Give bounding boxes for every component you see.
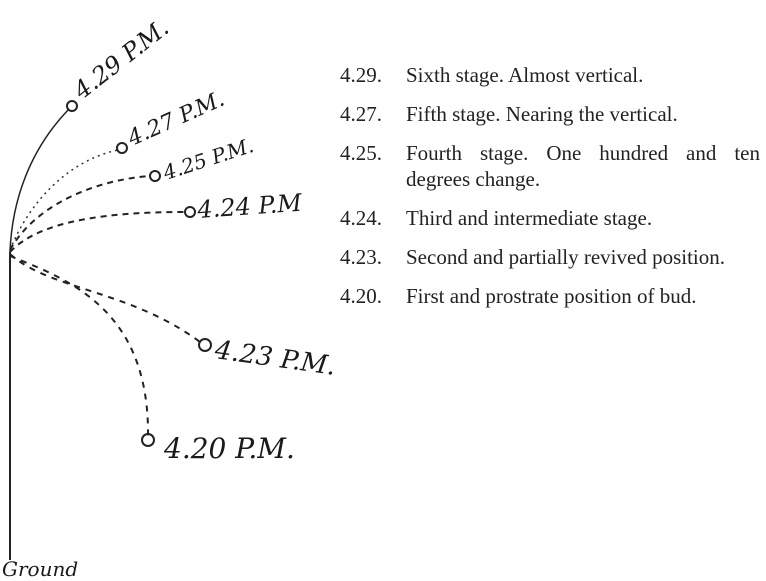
curve-4-20 <box>9 255 150 439</box>
legend-description: Sixth stage. Almost vertical. <box>406 63 644 87</box>
legend-entry: 4.24. Third and intermediate stage. <box>340 205 760 231</box>
legend-time: 4.23. <box>340 245 382 269</box>
legend-entry: 4.25. Fourth stage. One hundred and ten … <box>340 140 760 192</box>
legend-description: First and prostrate position of bud. <box>406 284 697 308</box>
bud-4-24 <box>184 206 196 218</box>
curve-4-27 <box>9 149 119 251</box>
legend-description: Fourth stage. One hundred and ten degree… <box>406 141 760 191</box>
bud-4-25 <box>149 170 161 182</box>
curve-4-23 <box>9 253 201 343</box>
legend-time: 4.27. <box>340 102 382 126</box>
legend-time: 4.25. <box>340 141 382 165</box>
legend-description: Second and partially revived position. <box>406 245 726 269</box>
bud-4-20 <box>141 433 155 447</box>
stage-legend: 4.29. Sixth stage. Almost vertical. 4.27… <box>340 62 760 322</box>
hand-label-4-27: 4.27 P.M. <box>123 87 228 152</box>
hand-label-4-29: 4.29 P.M. <box>68 14 174 106</box>
hand-label-4-20: 4.20 P.M. <box>163 432 295 465</box>
hand-label-4-23: 4.23 P.M. <box>212 335 338 382</box>
legend-entry: 4.29. Sixth stage. Almost vertical. <box>340 62 760 88</box>
curve-4-25 <box>9 175 151 251</box>
bud-4-29 <box>66 100 78 112</box>
legend-entry: 4.23. Second and partially revived posit… <box>340 244 760 270</box>
legend-time: 4.24. <box>340 206 382 230</box>
bud-4-23 <box>198 338 212 352</box>
legend-time: 4.20. <box>340 284 382 308</box>
legend-entry: 4.20. First and prostrate position of bu… <box>340 283 760 309</box>
legend-entry: 4.27. Fifth stage. Nearing the vertical. <box>340 101 760 127</box>
hand-label-4-25: 4.25 P.M. <box>159 133 256 185</box>
legend-description: Fifth stage. Nearing the vertical. <box>406 102 678 126</box>
ground-label: Ground <box>2 557 78 581</box>
bud-4-27 <box>116 142 128 154</box>
curve-4-29 <box>9 109 69 253</box>
legend-time: 4.29. <box>340 63 382 87</box>
curve-4-24 <box>9 211 186 253</box>
legend-description: Third and intermediate stage. <box>406 206 653 230</box>
hand-label-4-24: 4.24 P.M <box>195 189 304 224</box>
